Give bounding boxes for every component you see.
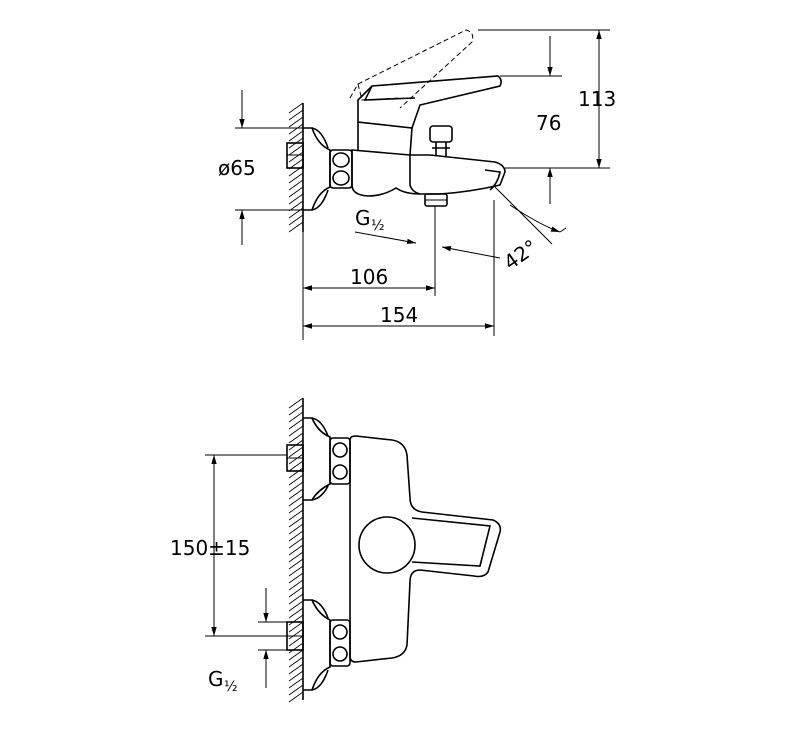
wall-hatch-line [288, 621, 304, 633]
wall-hatch-line [288, 481, 304, 493]
dim-thread-side-fraction: ½ [371, 218, 385, 234]
side-connection-nut [329, 149, 353, 189]
wall-hatch-line [288, 551, 304, 563]
wall-hatch-line [288, 558, 304, 570]
wall-hatch-line [288, 656, 304, 668]
wall-hatch-line [288, 123, 304, 135]
wall-hatch-line [288, 614, 304, 626]
wall-hatch-line [288, 670, 304, 682]
wall-hatch-line [288, 411, 304, 423]
wall-hatch-line [288, 214, 304, 226]
wall-hatch-line [288, 495, 304, 507]
wall-hatch-line [288, 642, 304, 654]
side-view: 113 76 ø65 G ½ 106 154 42° [218, 29, 616, 340]
wall-hatch-line [288, 467, 304, 479]
wall-hatch-line [288, 404, 304, 416]
dim-height-spout: 76 [536, 111, 561, 135]
wall-hatch-line [288, 628, 304, 640]
wall-hatch-line [288, 565, 304, 577]
dim-thread-front-fraction: ½ [224, 679, 238, 695]
wall-hatch-line [288, 179, 304, 191]
wall-hatch-line [288, 144, 304, 156]
side-flange [286, 127, 331, 211]
side-bottom-outlet [424, 193, 448, 207]
wall-hatch-line [288, 586, 304, 598]
side-lever-raised-outline [349, 29, 474, 109]
wall-hatch-line [288, 432, 304, 444]
wall-hatch-line [288, 684, 304, 696]
wall-hatch-line [288, 523, 304, 535]
dim-angle: 42° [499, 235, 542, 275]
wall-hatch-line [288, 221, 304, 233]
front-dimension-lines [205, 454, 287, 688]
front-lower-flange [286, 599, 351, 691]
dim-diameter: ø65 [218, 156, 256, 180]
side-dimension-lines [235, 29, 610, 340]
wall-hatch-line [288, 397, 304, 409]
dim-spout-center: 106 [350, 265, 388, 289]
wall-hatch-line [288, 677, 304, 689]
wall-hatch-line [288, 502, 304, 514]
wall-hatch-line [288, 635, 304, 647]
wall-hatch-line [288, 102, 304, 114]
wall-hatch-line [288, 186, 304, 198]
wall-hatch-line [288, 200, 304, 212]
dim-total-projection: 154 [380, 303, 418, 327]
wall-hatch-line [288, 446, 304, 458]
wall-hatch-line [288, 530, 304, 542]
wall-hatch-line [288, 453, 304, 465]
side-mixer-body [351, 149, 506, 197]
wall-hatch-line [288, 600, 304, 612]
wall-hatch-line [288, 537, 304, 549]
wall-hatch-line [288, 130, 304, 142]
front-upper-flange [286, 417, 351, 501]
wall-hatch-line [288, 418, 304, 430]
side-lever-handle [357, 75, 502, 156]
dim-height-total: 113 [578, 87, 616, 111]
front-mixer-body [349, 435, 502, 663]
wall-hatch-line [288, 607, 304, 619]
wall-hatch-line [288, 474, 304, 486]
dim-center-distance: 150±15 [170, 536, 250, 560]
wall-hatch-line [288, 172, 304, 184]
wall-hatch-line [288, 593, 304, 605]
wall-hatch-line [288, 488, 304, 500]
front-view: 150±15 G ½ [170, 397, 502, 703]
wall-hatch-line [288, 649, 304, 661]
wall-hatch-line [288, 691, 304, 703]
wall-hatch-line [288, 460, 304, 472]
wall-hatch-line [288, 425, 304, 437]
wall-hatch-line [288, 516, 304, 528]
wall-hatch-line [288, 509, 304, 521]
wall-hatch-line [288, 109, 304, 121]
wall-hatch-line [288, 193, 304, 205]
wall-hatch-line [288, 572, 304, 584]
side-diverter-knob [429, 125, 453, 156]
wall-hatch-line [288, 663, 304, 675]
wall-hatch-line [288, 579, 304, 591]
front-wall [288, 397, 304, 703]
wall-hatch-line [288, 544, 304, 556]
dim-thread-side: G [355, 206, 371, 230]
wall-hatch-line [288, 151, 304, 163]
dim-thread-front: G [208, 667, 224, 691]
wall-hatch-line [288, 116, 304, 128]
